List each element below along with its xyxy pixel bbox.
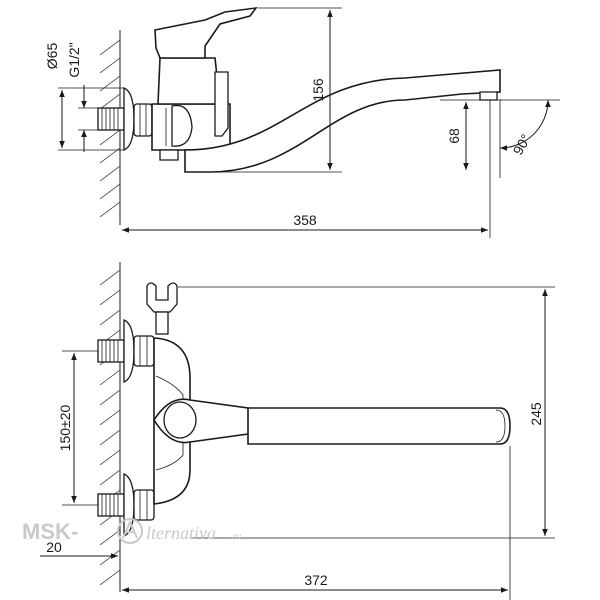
- watermark-suffix: .ru: [231, 531, 242, 541]
- dim-top-length: 358: [293, 212, 317, 228]
- bottom-spout: [247, 407, 511, 445]
- watermark-logo-icon: [117, 518, 143, 544]
- top-flange: [123, 87, 135, 151]
- top-thread-pipe: [97, 107, 125, 131]
- bottom-view: 245 372 150±20 20: [40, 262, 555, 600]
- bottom-spout-tip: [495, 409, 506, 443]
- dim-bottom-offset: 20: [46, 539, 62, 555]
- watermark: MSK- lternativa .ru: [22, 518, 242, 544]
- top-faucet-body: [151, 6, 258, 161]
- dim-top-spout-height: 68: [446, 128, 462, 144]
- top-aerator: [479, 91, 498, 101]
- dim-bottom-length: 372: [304, 572, 328, 588]
- top-eccentric: [133, 103, 153, 137]
- bottom-faucet-body: [153, 337, 253, 505]
- top-spout: [184, 69, 501, 173]
- top-view: 156 68 90° 358 Ø65 G1/2": [44, 6, 560, 238]
- bottom-shower-holder: [146, 282, 178, 335]
- dim-top-height: 156: [310, 78, 326, 102]
- dim-top-thread: G1/2": [66, 42, 82, 77]
- dim-top-diameter: Ø65: [44, 43, 60, 70]
- dim-bottom-spacing: 150±20: [57, 404, 73, 451]
- top-dimension-lines: [58, 7, 560, 238]
- bottom-upper-inlet: [97, 319, 155, 383]
- dim-top-angle: 90°: [509, 131, 533, 157]
- watermark-left: MSK-: [22, 519, 78, 544]
- bottom-dimension-lines: [40, 286, 555, 600]
- bottom-wall: [99, 262, 121, 592]
- watermark-right: lternativa: [146, 523, 216, 543]
- dim-bottom-height: 245: [528, 402, 544, 426]
